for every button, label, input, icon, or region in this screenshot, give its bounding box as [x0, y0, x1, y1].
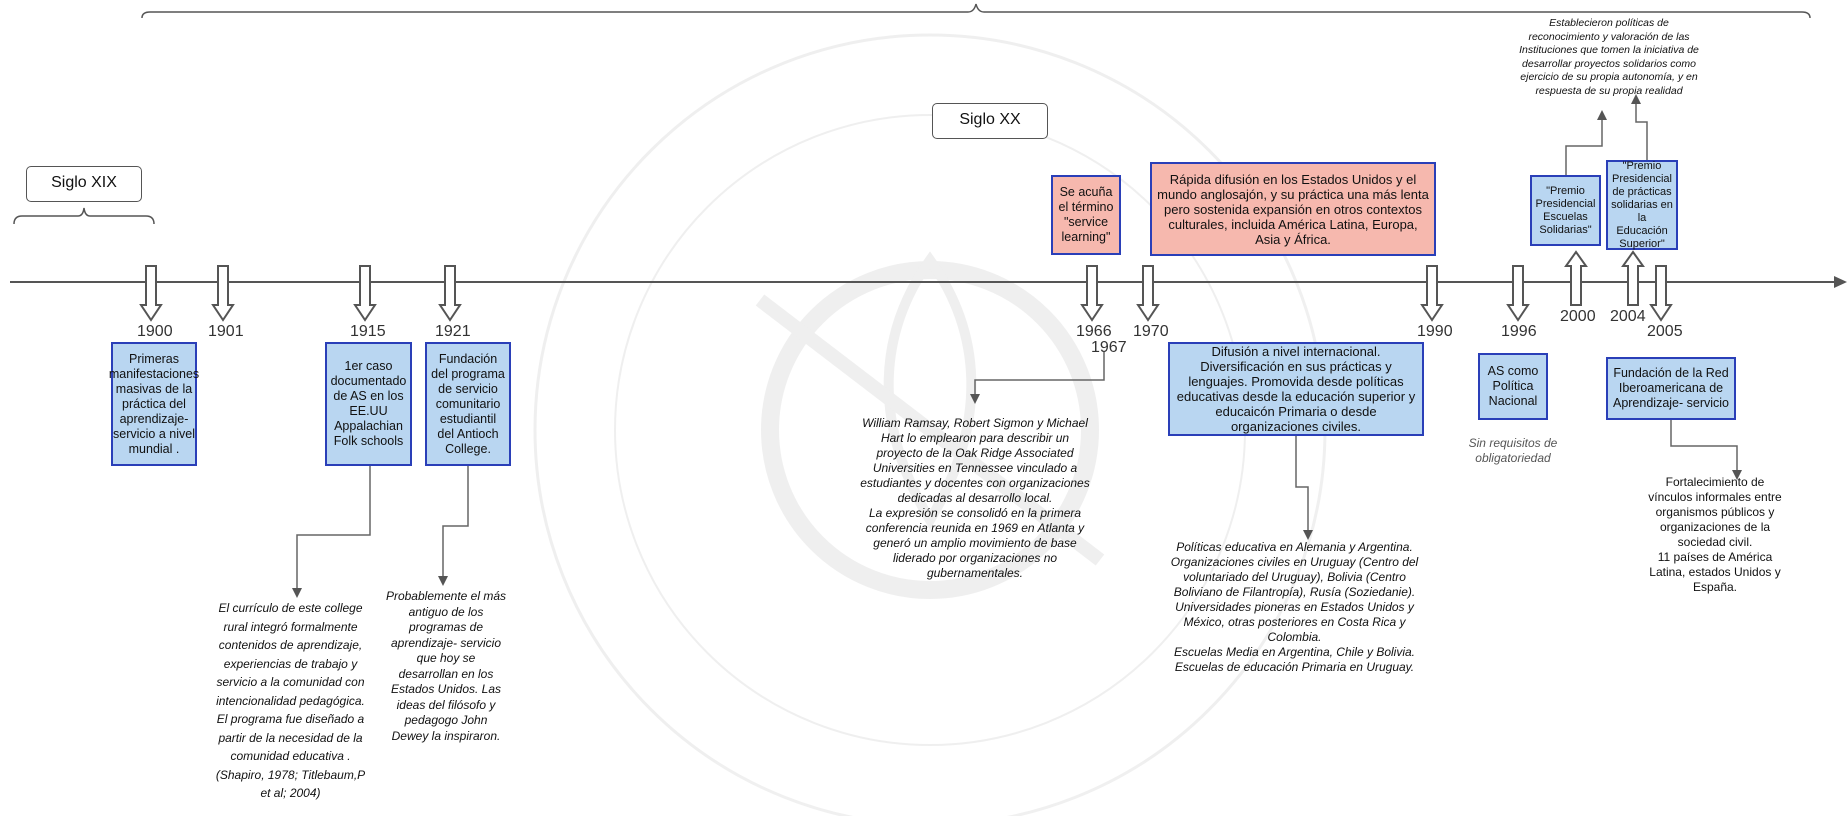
year-1966: 1966 — [1076, 323, 1112, 340]
year-1915: 1915 — [350, 323, 386, 340]
year-1901: 1901 — [208, 323, 244, 340]
event-box-1970: Rápida difusión en los Estados Unidos y … — [1150, 162, 1436, 256]
marker-2005-icon — [1649, 265, 1673, 322]
year-1996: 1996 — [1501, 323, 1537, 340]
marker-1915-icon — [353, 265, 377, 322]
year-1900: 1900 — [137, 323, 173, 340]
note-1921: Probablemente el más antiguo de los prog… — [385, 589, 507, 743]
event-box-2000: "Premio Presidencial Escuelas Solidarias… — [1530, 175, 1601, 246]
year-1967: 1967 — [1091, 339, 1127, 356]
event-box-1900: Primeras manifestaciones masivas de la p… — [109, 342, 199, 466]
marker-1921-icon — [438, 265, 462, 322]
event-box-2004: "Premio Presidencial de prácticas solida… — [1606, 160, 1678, 250]
siglo-xx-brace — [141, 3, 1811, 19]
note-1990: Políticas educativa en Alemania y Argent… — [1170, 540, 1419, 674]
marker-1966-icon — [1080, 265, 1104, 322]
event-box-2005: Fundación de la Red Iberoamericana de Ap… — [1606, 357, 1736, 420]
event-box-1966: Se acuña el término "service learning" — [1051, 175, 1121, 255]
event-box-1921: Fundación del programa de servicio comun… — [425, 342, 511, 466]
note-1915: El currículo de este college rural integ… — [215, 601, 366, 800]
connector-2000-note — [1565, 110, 1607, 175]
marker-1996-icon — [1506, 265, 1530, 322]
year-1970: 1970 — [1133, 323, 1169, 340]
year-2004: 2004 — [1610, 308, 1646, 325]
event-box-1990: Difusión a nivel internacional. Diversif… — [1168, 342, 1424, 436]
marker-1900-icon — [139, 265, 163, 322]
marker-2000-icon — [1564, 250, 1588, 306]
event-box-1915: 1er caso documentado de AS en los EE.UU … — [325, 342, 412, 466]
connector-2004-note — [1631, 94, 1648, 160]
marker-1970-icon — [1136, 265, 1160, 322]
year-1921: 1921 — [435, 323, 471, 340]
note-1996: Sin requisitos de obligatoriedad — [1468, 436, 1558, 465]
connector-1915-note — [292, 466, 371, 598]
marker-1901-icon — [211, 265, 235, 322]
note-2000: Establecieron políticas de reconocimient… — [1519, 17, 1699, 97]
note-2005: Fortalecimiento de vínculos informales e… — [1648, 475, 1782, 594]
year-2000: 2000 — [1560, 308, 1596, 325]
connector-2005-note — [1670, 420, 1742, 480]
marker-1990-icon — [1420, 265, 1444, 322]
note-1967: William Ramsay, Robert Sigmon y Michael … — [860, 416, 1090, 580]
connector-1990-note — [1295, 436, 1313, 540]
event-box-1996: AS como Política Nacional — [1478, 353, 1548, 420]
timeline-arrowhead — [1834, 276, 1847, 288]
year-1990: 1990 — [1417, 323, 1453, 340]
connector-1967-note — [970, 352, 1105, 404]
century-label-xix: Siglo XIX — [26, 166, 142, 202]
century-label-xx: Siglo XX — [932, 103, 1048, 139]
siglo-xix-brace — [13, 207, 155, 225]
year-2005: 2005 — [1647, 323, 1683, 340]
marker-2004-icon — [1621, 250, 1645, 306]
connector-1921-note — [438, 466, 469, 586]
